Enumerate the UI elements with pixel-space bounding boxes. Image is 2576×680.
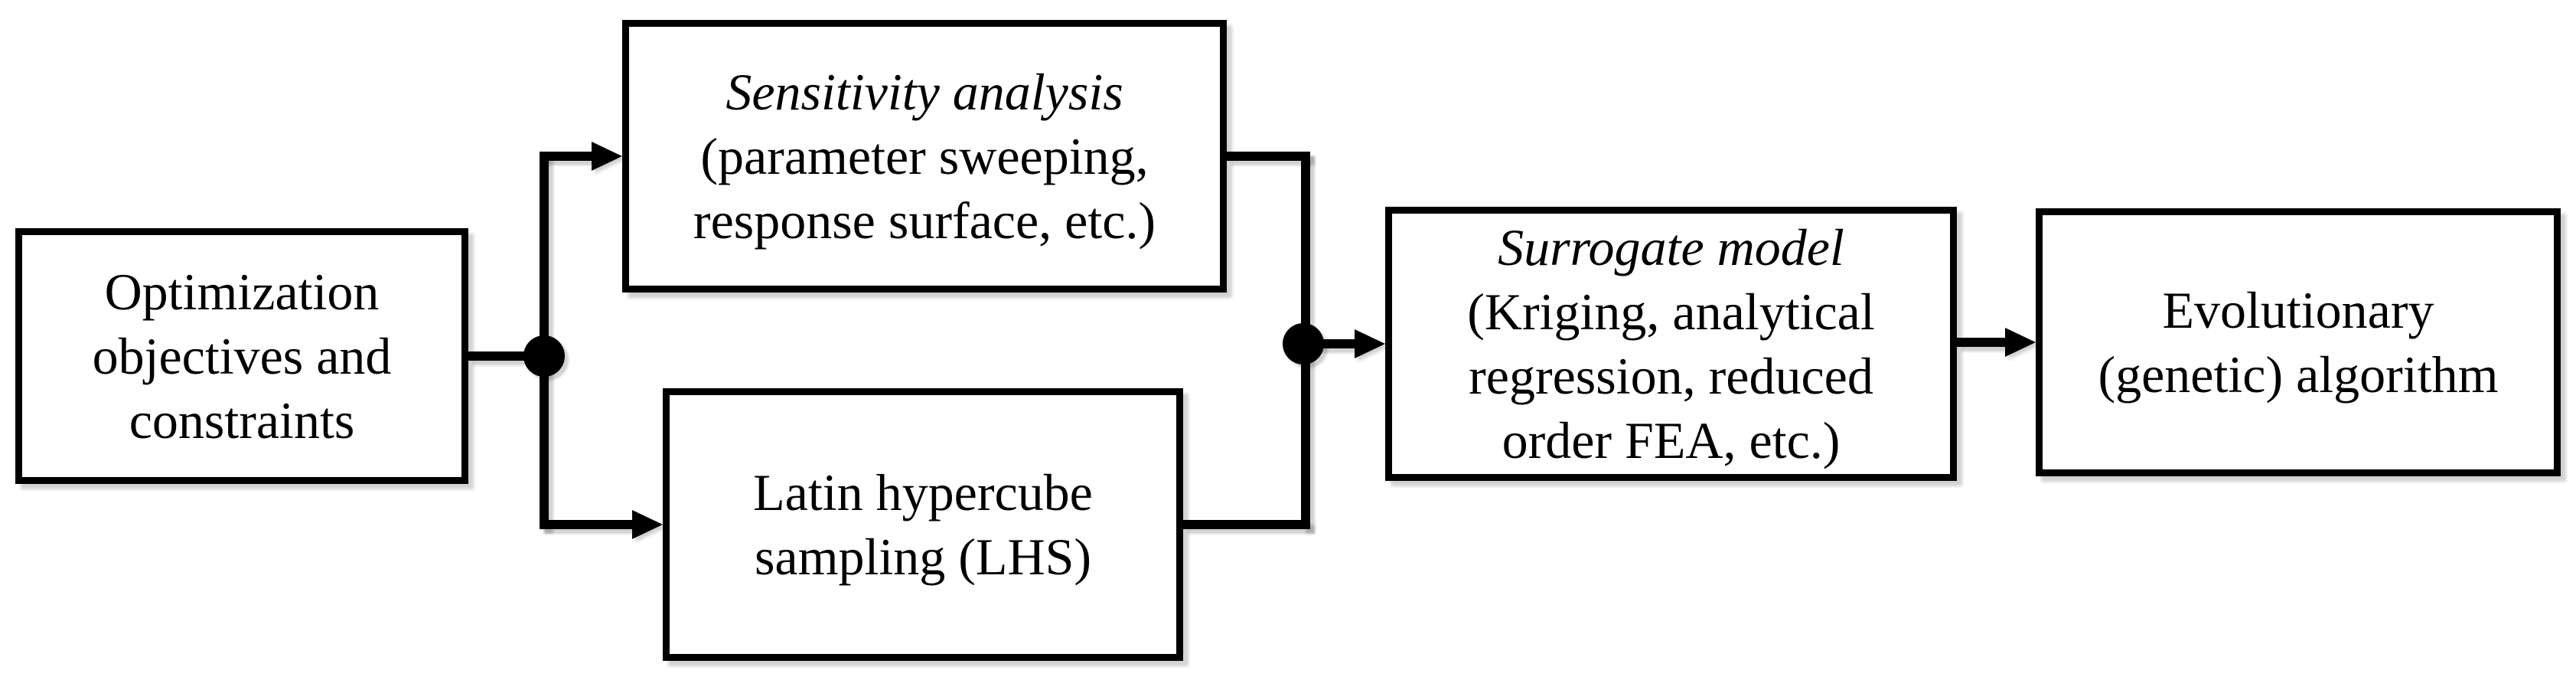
node-surrogate-model: Surrogate model (Kriging, analytical reg… (1385, 207, 1957, 481)
node-evolutionary-genetic-algorithm: Evolutionary (genetic) algorithm (2036, 208, 2561, 476)
node-lhs-line1: Latin hypercube (753, 463, 1093, 521)
node-evolutionary-line2: (genetic) algorithm (2098, 345, 2499, 404)
node-optimization-line3: constraints (129, 391, 355, 450)
edge-sensitivity-out (1227, 152, 1310, 161)
edge-split-to-lhs (540, 520, 635, 529)
node-surrogate-line4: order FEA, etc.) (1502, 411, 1841, 469)
node-optimization-line1: Optimization (104, 263, 380, 321)
arrowhead-into-evolutionary (2005, 328, 2036, 357)
node-sensitivity-line3: response surface, etc.) (693, 191, 1156, 250)
merge-junction-dot (1283, 323, 1324, 365)
split-junction-dot (523, 335, 565, 377)
node-optimization-objectives: Optimization objectives and constraints (15, 228, 468, 484)
node-surrogate-title: Surrogate model (1498, 218, 1844, 276)
arrowhead-into-surrogate (1355, 329, 1385, 358)
edge-surrogate-to-evolutionary (1957, 338, 2008, 347)
edge-split-to-sensitivity (540, 152, 595, 161)
node-sensitivity-title: Sensitivity analysis (726, 63, 1123, 121)
node-latin-hypercube-sampling: Latin hypercube sampling (LHS) (663, 388, 1183, 661)
node-surrogate-line2: (Kriging, analytical (1467, 283, 1875, 341)
arrowhead-into-sensitivity (592, 142, 622, 171)
node-sensitivity-analysis: Sensitivity analysis (parameter sweeping… (622, 20, 1227, 293)
node-surrogate-line3: regression, reduced (1469, 347, 1873, 405)
node-sensitivity-line2: (parameter sweeping, (700, 127, 1149, 185)
arrowhead-into-lhs (632, 510, 663, 539)
edge-lhs-out (1183, 520, 1310, 529)
node-evolutionary-line1: Evolutionary (2162, 281, 2434, 339)
node-lhs-line2: sampling (LHS) (754, 528, 1092, 586)
node-optimization-line2: objectives and (92, 327, 392, 385)
